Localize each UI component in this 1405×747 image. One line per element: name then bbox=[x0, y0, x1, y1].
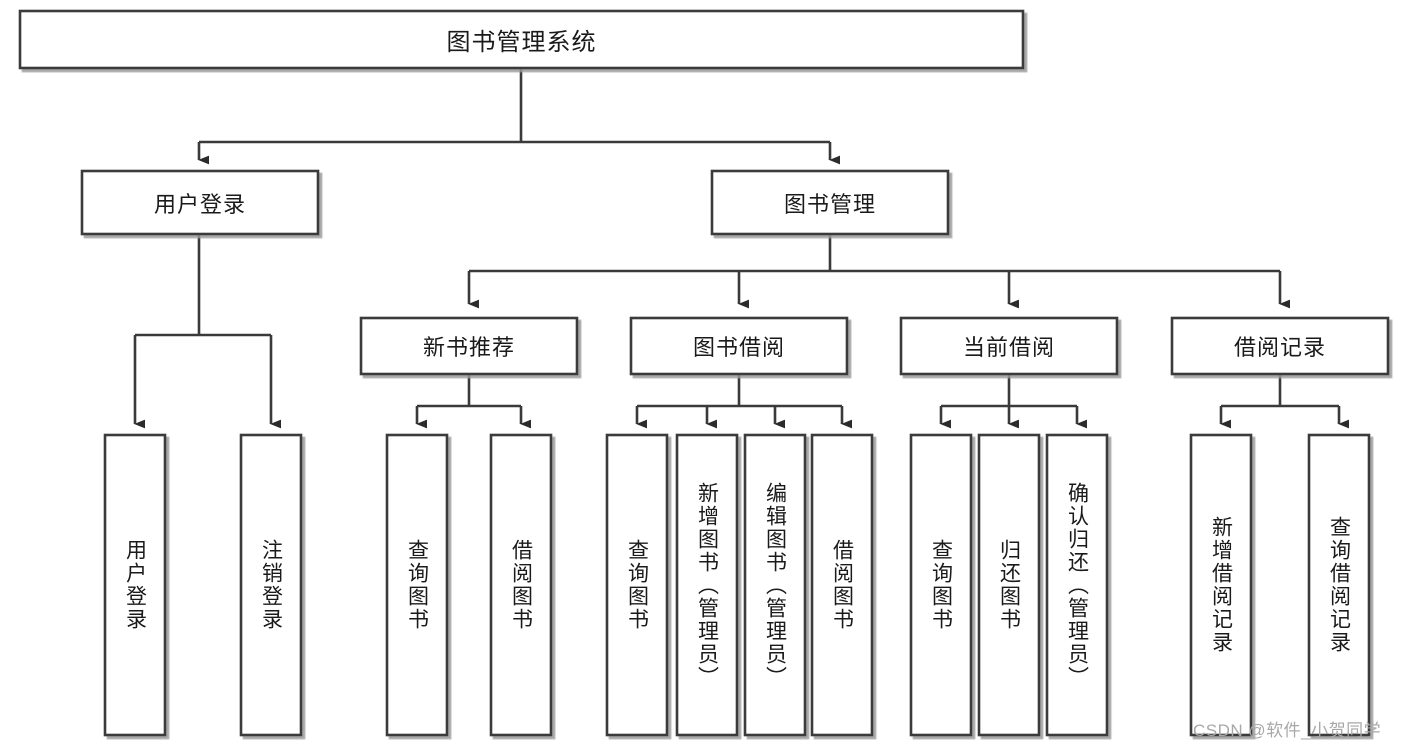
node-box-leaf-borrow-2[interactable] bbox=[675, 433, 739, 737]
node-box-leaf-user-login-2[interactable] bbox=[239, 433, 303, 737]
node-box-leaf-new-book-2[interactable] bbox=[489, 433, 553, 737]
connector-group-borrow bbox=[635, 374, 853, 429]
node-box-borrow-records[interactable] bbox=[1170, 316, 1390, 376]
node-box-user-login[interactable] bbox=[80, 169, 320, 236]
node-box-leaf-current-3[interactable] bbox=[1045, 433, 1109, 737]
connector-group-records bbox=[1219, 374, 1350, 429]
node-box-root[interactable] bbox=[18, 9, 1025, 70]
node-box-leaf-new-book-1[interactable] bbox=[385, 433, 449, 737]
node-box-leaf-records-1[interactable] bbox=[1189, 433, 1253, 737]
connector-group-root bbox=[197, 68, 841, 165]
node-box-book-borrow[interactable] bbox=[629, 316, 849, 376]
node-box-leaf-borrow-1[interactable] bbox=[605, 433, 669, 737]
node-box-leaf-current-2[interactable] bbox=[977, 433, 1041, 737]
node-box-book-management[interactable] bbox=[710, 169, 950, 236]
watermark-text: CSDN @软件_小贺同学 bbox=[1193, 721, 1382, 740]
node-box-new-book-recommend[interactable] bbox=[359, 316, 579, 376]
node-box-leaf-borrow-4[interactable] bbox=[810, 433, 874, 737]
connector-group-user-login bbox=[133, 234, 282, 429]
node-box-leaf-current-1[interactable] bbox=[909, 433, 973, 737]
node-box-leaf-borrow-3[interactable] bbox=[743, 433, 807, 737]
node-box-leaf-records-2[interactable] bbox=[1307, 433, 1371, 737]
connector-group-book-mgmt bbox=[467, 234, 1291, 309]
connector-group-new-book bbox=[415, 374, 532, 429]
node-box-current-borrow[interactable] bbox=[899, 316, 1119, 376]
node-box-leaf-user-login-1[interactable] bbox=[103, 433, 167, 737]
connector-group-current bbox=[939, 374, 1088, 429]
